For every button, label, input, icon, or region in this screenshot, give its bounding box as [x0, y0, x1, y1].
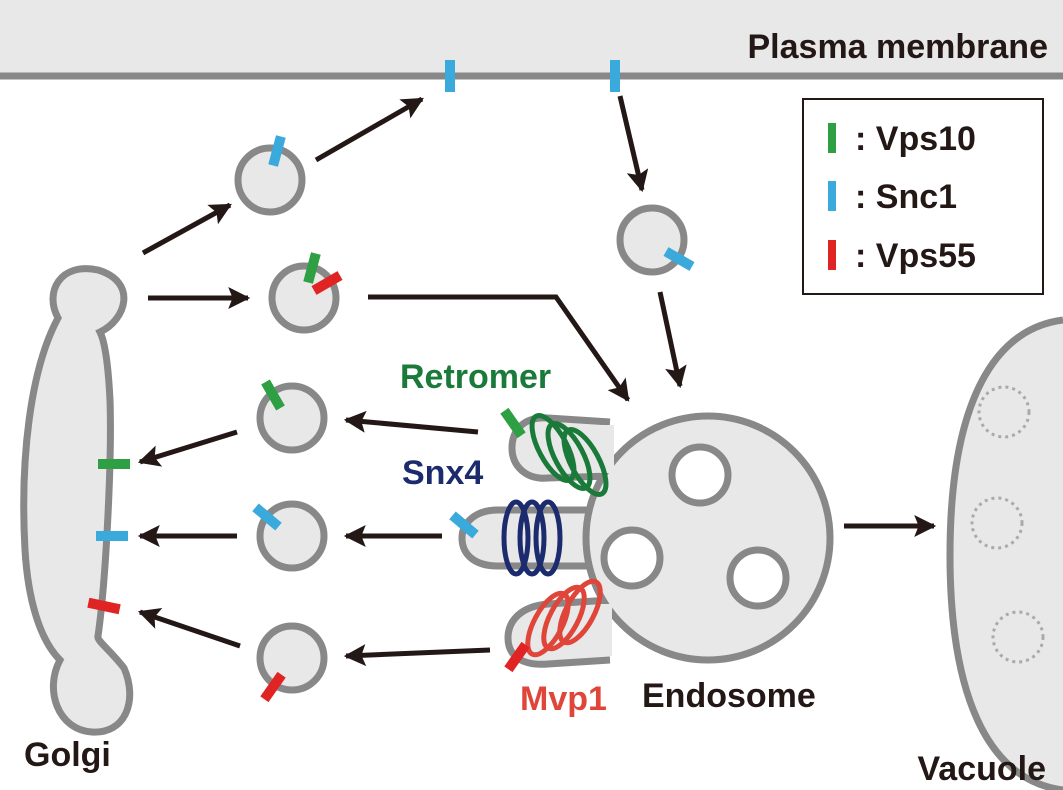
arrow-golgi-to-vesicle-pm	[141, 202, 232, 256]
legend-vps10-label: : Vps10	[855, 120, 976, 158]
vacuole-compartment	[946, 316, 1063, 790]
endosome-ilv	[668, 443, 732, 507]
plasma-membrane-label: Plasma membrane	[748, 28, 1049, 66]
arrow-retromer-vesicle-to-golgi	[137, 429, 238, 467]
vps55-marker-golgi	[87, 597, 121, 615]
retromer-coat	[529, 413, 609, 497]
vps10-marker-golgi	[98, 459, 130, 469]
legend-snc1-label: : Snc1	[855, 178, 957, 216]
endosome-label: Endosome	[642, 677, 816, 715]
snx4-label: Snx4	[402, 454, 483, 492]
arrow-mvp1-vesicle-to-golgi	[137, 607, 241, 649]
vesicle-to-pm	[234, 144, 306, 216]
arrow-endocytic-vesicle-to-endosome	[657, 291, 687, 389]
tubule-junction	[598, 604, 612, 656]
retromer-label: Retromer	[400, 358, 551, 396]
endocytic-vesicle	[616, 204, 688, 276]
snc1-marker-tubule	[449, 511, 479, 539]
legend-vps55-label: : Vps55	[855, 237, 976, 275]
mvp1-coat	[525, 578, 603, 658]
extracellular-region	[0, 0, 1063, 76]
arrow-pm-to-endocytic-vesicle	[617, 95, 649, 193]
vps55-marker-tubule	[504, 641, 530, 673]
legend-snc1-swatch	[828, 181, 836, 211]
legend-box	[802, 98, 1044, 295]
snc1-marker-vesicle	[663, 247, 695, 271]
vesicle-golgi-to-endosome	[268, 262, 340, 334]
vps10-marker-vesicle	[303, 252, 321, 284]
mvp1-vesicle	[256, 622, 328, 694]
vacuole-lumen-vesicle	[991, 610, 1045, 664]
vps10-marker-vesicle	[261, 379, 285, 411]
mvp1-label: Mvp1	[520, 680, 607, 718]
endosome-ilv	[726, 546, 790, 610]
vacuole-lumen-vesicle	[977, 385, 1031, 439]
arrow-tubule-to-retromer-vesicle	[343, 410, 479, 435]
arrow-vesicle-to-endosome	[368, 294, 631, 402]
arrow-vesicle-to-pm	[314, 96, 424, 163]
endosome-ilv	[600, 526, 664, 590]
vps55-marker-vesicle	[260, 671, 286, 703]
snc1-marker-pm-right	[610, 60, 620, 92]
vps55-marker-vesicle	[311, 271, 343, 295]
legend-vps55-swatch	[828, 240, 836, 270]
golgi-compartment	[20, 265, 134, 736]
tubule-junction	[600, 425, 614, 473]
vacuole-label: Vacuole	[917, 750, 1046, 788]
snc1-marker-golgi	[96, 531, 128, 541]
snc1-marker-vesicle	[252, 503, 282, 531]
arrow-tubule-to-mvp1-vesicle	[343, 644, 491, 667]
vps10-marker-tubule	[500, 407, 526, 439]
golgi-label: Golgi	[24, 736, 111, 774]
snc1-marker-pm-left	[445, 60, 455, 92]
snc1-marker-vesicle	[268, 135, 286, 167]
vacuole-lumen-vesicle	[970, 496, 1024, 550]
legend-vps10-swatch	[828, 123, 836, 153]
snx4-coat	[501, 499, 563, 577]
